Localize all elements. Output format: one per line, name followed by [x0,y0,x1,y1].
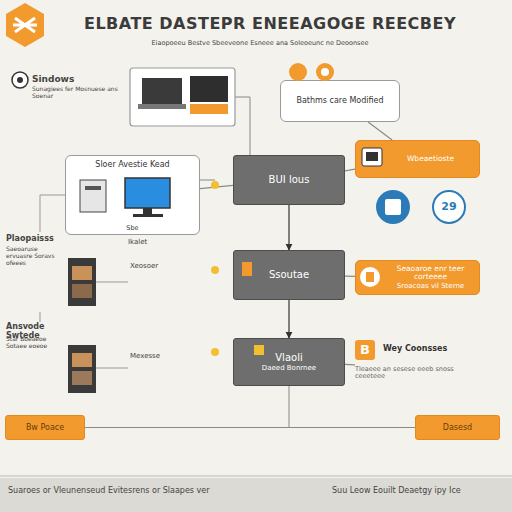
connector-arrow [288,205,289,250]
callout-box: Wbeaetioste [355,140,480,178]
node-body: Wey Coonsses [383,344,447,353]
card-icon [362,148,382,166]
node-heading: Sloer Avestie Kead [95,160,169,169]
box-icon [242,262,252,276]
node-body: Sroacoas vil Sterne [397,282,464,290]
logo-hexagon [6,3,44,47]
card-icon-screen [366,152,378,161]
connector-line [345,364,355,366]
process-box: VlaoliDaeed Bonrnee [233,338,345,386]
connector-arrow [288,300,289,338]
info-glyph [385,199,401,215]
start-button: Bw Poace [5,415,85,440]
leader-line [96,368,128,369]
device-panel [130,68,235,126]
node-heading: 29 [441,201,456,214]
badge-circle [289,63,307,81]
server-icon [80,180,106,212]
wire-line [40,312,41,322]
card-icon [360,267,380,287]
footer-band [0,478,512,512]
node-heading: Bathms care Modified [296,96,383,105]
node-heading: Bw Poace [26,423,64,432]
node-heading: Seaoaroe enr teer corteeee [386,265,475,282]
thumbnail [68,258,96,306]
note-label: Plaopaisss [6,234,66,243]
node-heading: Ssoutae [269,269,309,281]
box-icon [254,345,264,355]
device-box: Sloer Avestie KeadSbe [65,155,200,235]
status-dot [211,348,219,356]
info-box: Bathms care Modified [280,80,400,122]
node-heading: BUI lous [269,174,310,186]
app-icon-dot [17,77,23,83]
node-heading: Wbeaetioste [407,155,454,164]
monitor-foot [133,214,163,217]
note-label: Ikalet [128,238,188,246]
process-box: BUI lous [233,155,345,205]
wire-line [40,195,65,232]
process-box: Ssoutae [233,250,345,300]
footer-text: Suu Leow Eouilt Deaetgy ipy Ice [332,486,508,495]
node-heading: B [355,340,375,360]
wire-line [235,97,250,155]
monitor-icon [125,178,170,208]
badge-dot [321,68,329,76]
logo-mark [13,18,37,32]
footer-text: Suaroes or Vleunenseud Evitesrens or Sla… [8,486,308,495]
thumbnail-picture [72,371,92,385]
app-icon [12,72,28,88]
footer-rule [0,476,512,477]
monitor-screen [190,76,228,102]
badge-circle [316,63,334,81]
connector-line [368,122,392,140]
note-label: Sindows [32,74,142,84]
diagram-title: ELBATE DASTEPR ENEEAGOGE REECBEY [50,14,490,33]
monitor-stand [190,104,228,114]
note-label: Mexesse [130,352,190,360]
connector-line [345,169,355,171]
leader-line [96,282,128,283]
status-dot [211,181,219,189]
wire-line [200,180,215,181]
node-heading: Vlaoli [275,352,302,364]
monitor-neck [143,208,152,214]
end-button: Dasesd [415,415,500,440]
thumbnail-picture [72,266,92,280]
node-body: Tleaeee an sesese eeeb snoss ceeeteee [355,366,483,381]
server-slot [85,186,101,190]
thumbnail-picture [72,284,92,298]
number-circle: 29 [432,190,466,224]
connector-line [200,185,233,188]
note-label: Xeosoer [130,262,190,270]
node-body: Daeed Bonrnee [262,364,316,372]
connector-line [345,275,355,276]
note-label: Saeoaruse ervuasre Soravs ofeees [6,246,64,267]
thumbnail [68,345,96,393]
note-label: Sunagiees fer Mosnuese ans Soenar [32,86,132,100]
note-label: Eiaopoeeu Bestve Sbeeveone Esneee ana So… [70,40,450,47]
status-dot [211,266,219,274]
note-label: Star Boeaeoe Sotaee eoeoe [6,336,64,350]
node-heading: Dasesd [443,423,472,432]
card-icon-glyph [366,272,374,282]
callout-box: Seaoaroe enr teer corteeeeSroacoas vil S… [355,260,480,295]
wire-line [289,386,290,427]
laptop-base [138,104,186,109]
connector-line [85,427,415,428]
node-body: Sbe [126,225,138,232]
info-circle [376,190,410,224]
thumbnail-picture [72,353,92,367]
note-block: B Wey CoonssesTleaeee an sesese eeeb snos… [355,340,495,396]
laptop-screen [142,78,182,104]
